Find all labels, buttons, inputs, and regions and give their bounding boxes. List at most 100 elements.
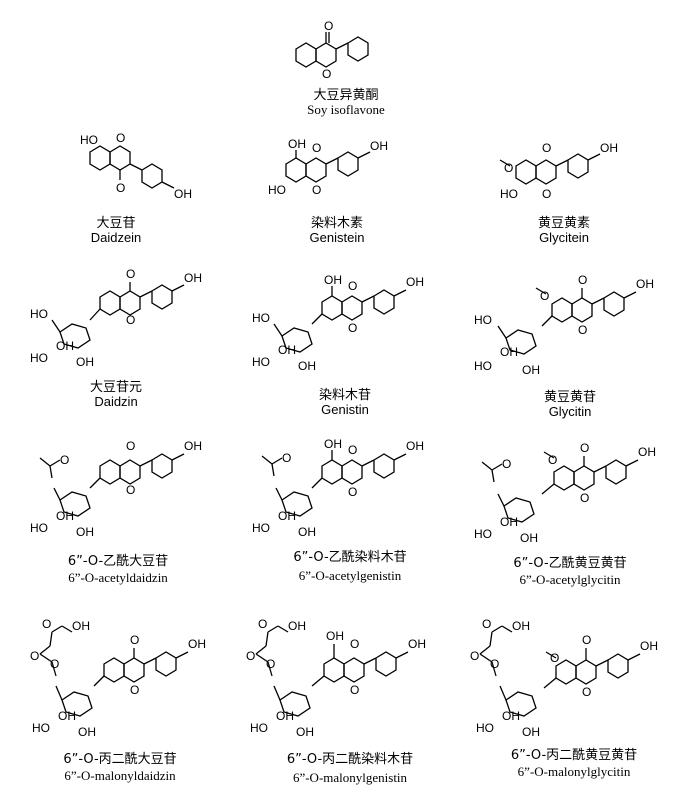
svg-text:OH: OH (298, 525, 316, 539)
glycitein-structure: O O HO O OH (499, 141, 618, 201)
svg-text:OH: OH (500, 345, 518, 359)
svg-text:O: O (350, 637, 359, 651)
compound-name-en: 6”-O-malonylglycitin (517, 764, 631, 779)
svg-text:OH: OH (278, 509, 296, 523)
daidzin-structure: O O OH HO OH HO OH (30, 267, 202, 369)
acetylglycitin-structure: O O O O OH OH HO OH (474, 441, 656, 545)
compound-name-en: 6”-O-malonyldaidzin (64, 768, 176, 783)
svg-text:O: O (578, 273, 587, 287)
compound-name-cn: 大豆苷 (96, 216, 136, 231)
svg-text:O: O (258, 617, 267, 631)
svg-text:HO: HO (476, 721, 494, 735)
genistein-structure: OH O HO O OH (268, 137, 388, 197)
svg-text:O: O (490, 657, 499, 671)
svg-text:O: O (470, 649, 479, 663)
compound-name-en: 6”-O-acetylglycitin (519, 572, 621, 587)
svg-text:HO: HO (30, 351, 48, 365)
svg-text:HO: HO (252, 521, 270, 535)
svg-text:O: O (130, 683, 139, 697)
svg-text:O: O (580, 491, 589, 505)
svg-text:HO: HO (80, 133, 98, 147)
genistin-structure: OH O O OH HO OH HO OH (252, 273, 424, 373)
svg-text:OH: OH (406, 275, 424, 289)
svg-text:OH: OH (522, 363, 540, 377)
svg-text:HO: HO (250, 721, 268, 735)
svg-text:O: O (482, 617, 491, 631)
svg-text:OH: OH (638, 445, 656, 459)
svg-text:OH: OH (370, 139, 388, 153)
compound-name-en: Daidzin (94, 394, 138, 409)
glycitin-structure: O O O OH HO OH HO OH (474, 273, 654, 377)
svg-text:OH: OH (326, 629, 344, 643)
svg-text:O: O (126, 313, 135, 327)
svg-text:O: O (50, 657, 59, 671)
svg-text:O: O (348, 321, 357, 335)
svg-text:O: O (42, 617, 51, 631)
svg-text:O: O (582, 685, 591, 699)
malonylgenistin-structure: O OH O O OH O O OH OH HO OH (246, 617, 426, 739)
svg-text:OH: OH (298, 359, 316, 373)
compound-name-cn: 大豆苷元 (89, 380, 143, 395)
acetyldaidzin-structure: O O O OH OH HO OH (30, 439, 202, 539)
svg-text:O: O (348, 279, 357, 293)
svg-text:O: O (126, 439, 135, 453)
compound-name-cn: 6”-O-乙酰大豆苷 (67, 554, 169, 569)
svg-text:OH: OH (76, 355, 94, 369)
compound-name-cn: 6”-O-丙二酰大豆苷 (63, 752, 177, 767)
svg-text:O: O (542, 187, 551, 201)
svg-text:OH: OH (188, 637, 206, 651)
svg-text:O: O (348, 443, 357, 457)
compound-name-cn: 6”-O-乙酰黄豆黄苷 (513, 556, 627, 571)
compound-name-cn: 黄豆黄素 (537, 216, 591, 231)
malonylglycitin-structure: O OH O O O O O OH OH HO OH (470, 617, 658, 739)
svg-text:OH: OH (408, 637, 426, 651)
compound-name-en: 6”-O-acetylgenistin (298, 568, 402, 583)
svg-text:O: O (130, 633, 139, 647)
compound-name-cn: 6”-O-乙酰染料木苷 (293, 550, 407, 565)
svg-text:HO: HO (474, 359, 492, 373)
svg-text:O: O (282, 451, 291, 465)
svg-text:O: O (322, 67, 331, 81)
svg-text:OH: OH (58, 709, 76, 723)
compound-name-cn: 6”-O-丙二酰染料木苷 (286, 752, 414, 767)
svg-text:O: O (578, 323, 587, 337)
svg-text:O: O (350, 683, 359, 697)
svg-text:O: O (540, 289, 549, 303)
compound-name-en: 6”-O-malonylgenistin (292, 770, 408, 785)
svg-text:O: O (312, 183, 321, 197)
compound-name-en: Glycitin (548, 404, 592, 419)
svg-text:OH: OH (76, 525, 94, 539)
compound-name-en: Genistin (321, 402, 369, 417)
svg-text:O: O (116, 131, 125, 145)
compound-name-cn: 染料木素 (310, 216, 364, 231)
svg-text:OH: OH (174, 187, 192, 201)
svg-text:HO: HO (474, 527, 492, 541)
svg-text:OH: OH (296, 725, 314, 739)
svg-text:O: O (116, 181, 125, 195)
svg-text:O: O (548, 453, 557, 467)
svg-text:O: O (30, 649, 39, 663)
svg-text:HO: HO (32, 721, 50, 735)
daidzein-structure: HO O O OH (80, 131, 192, 201)
svg-text:OH: OH (406, 439, 424, 453)
svg-text:OH: OH (56, 339, 74, 353)
svg-text:O: O (312, 141, 321, 155)
svg-text:OH: OH (520, 531, 538, 545)
svg-text:O: O (324, 19, 333, 33)
compound-name-en: Glycitein (539, 230, 589, 245)
svg-text:OH: OH (324, 273, 342, 287)
svg-text:O: O (542, 141, 551, 155)
compound-name-cn: 黄豆黄苷 (543, 390, 597, 405)
svg-text:OH: OH (56, 509, 74, 523)
svg-text:OH: OH (78, 725, 96, 739)
svg-text:OH: OH (512, 619, 530, 633)
svg-text:O: O (126, 267, 135, 281)
svg-text:HO: HO (252, 355, 270, 369)
svg-text:HO: HO (500, 187, 518, 201)
malonyldaidzin-structure: O OH O O O O OH OH HO OH (30, 617, 206, 739)
compound-name-en: Daidzein (90, 230, 142, 245)
svg-text:O: O (348, 485, 357, 499)
svg-text:O: O (504, 161, 513, 175)
svg-text:OH: OH (288, 137, 306, 151)
svg-text:HO: HO (30, 307, 48, 321)
